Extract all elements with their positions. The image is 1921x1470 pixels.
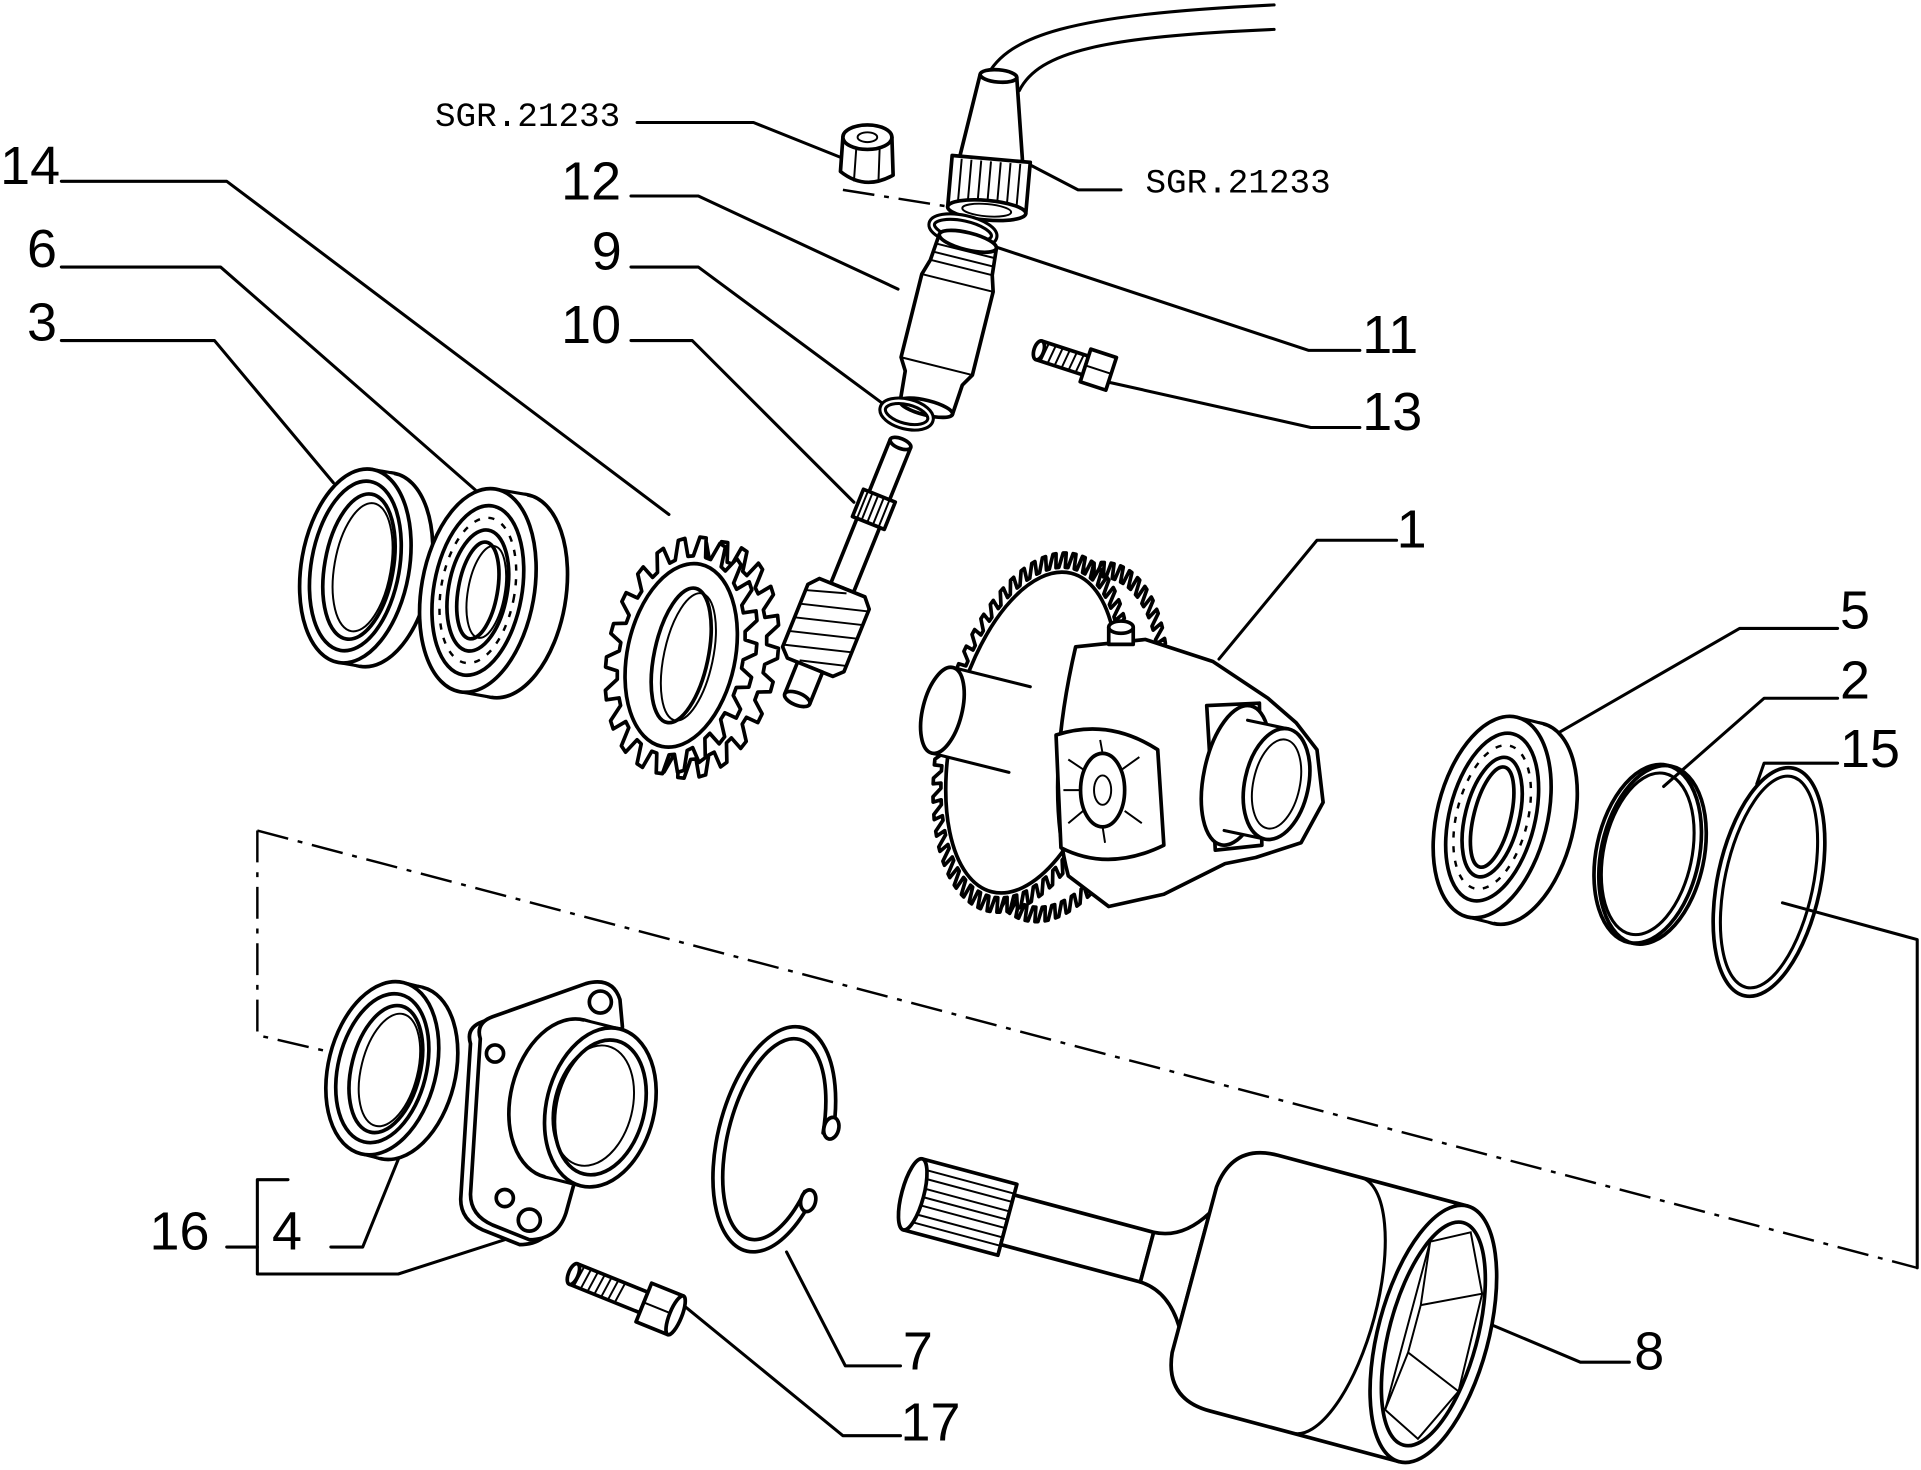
differential-spider-gear [1063, 739, 1143, 843]
part-8-drive-joint [896, 1150, 1499, 1465]
speedometer-cable [982, 3, 1276, 93]
callout-label-4: 4 [272, 1202, 302, 1262]
callout-label-15: 15 [1840, 719, 1900, 779]
part-5-bearing [1431, 714, 1580, 927]
leader-line-11 [988, 243, 1362, 352]
part-10-pinion-shaft [780, 435, 913, 709]
part-2-ring [1592, 762, 1709, 946]
axis-line-right [1780, 901, 1919, 1270]
part-1-differential [918, 551, 1325, 924]
leader-line-3 [59, 339, 335, 485]
leader-line-14 [59, 179, 671, 517]
callout-label-12: 12 [561, 152, 621, 212]
leader-line-17 [679, 1301, 903, 1438]
callout-label-10: 10 [561, 295, 621, 355]
differential-right-hub [1199, 703, 1312, 847]
leader-line-7 [785, 1250, 903, 1368]
axis-lines [256, 188, 1919, 1270]
leader-line-13 [1107, 380, 1362, 430]
differential-top-bolt [1106, 619, 1136, 647]
axis-line-nut [842, 188, 975, 212]
callout-label-9: 9 [592, 221, 622, 281]
callout-label-5: 5 [1840, 580, 1870, 640]
part-7-circlip [711, 1024, 841, 1254]
flange-hole [587, 989, 614, 1015]
flange-hole [516, 1207, 543, 1233]
leader-line-2 [1662, 696, 1840, 788]
callout-labels: SGR.21233 SGR.21233 14 12 9 10 6 3 11 13… [0, 98, 1900, 1452]
callout-label-6: 6 [27, 219, 57, 279]
leader-line-10 [629, 339, 856, 504]
leader-lines [59, 120, 1840, 1438]
callout-label-14: 14 [0, 136, 60, 196]
cable-connector [945, 67, 1033, 223]
callout-label-8: 8 [1634, 1322, 1664, 1382]
callout-label-11: 11 [1362, 305, 1418, 365]
leader-line-4 [329, 1154, 401, 1249]
differential-ring-gear [918, 551, 1170, 924]
leader-line-9 [629, 265, 889, 409]
callout-label-3: 3 [27, 293, 57, 353]
flange-hole [484, 1043, 506, 1064]
leader-line-sgr-left [635, 120, 847, 161]
axis-line-left [256, 830, 327, 1053]
cable-nut [838, 123, 895, 185]
leader-line-1 [1217, 538, 1399, 661]
callout-label-16: 16 [150, 1202, 210, 1262]
flange-hole [494, 1187, 516, 1209]
callout-label-2: 2 [1840, 650, 1870, 710]
part-6-bearing [417, 486, 570, 700]
flange-tube [507, 1017, 659, 1189]
callout-label-sgr-left: SGR.21233 [435, 98, 620, 137]
part-9-ring [878, 396, 935, 432]
part-14-gear [603, 535, 781, 781]
part-3-oil-seal [297, 467, 435, 669]
leader-line-15 [1755, 761, 1840, 786]
part-15-ring [1711, 765, 1827, 999]
part-13-bolt [1031, 339, 1119, 392]
part-12-sleeve [898, 228, 999, 420]
leader-line-5 [1544, 626, 1840, 742]
leader-line-8 [1485, 1321, 1631, 1364]
bracket-16 [255, 1178, 507, 1276]
leader-line-12 [629, 194, 900, 291]
leader-line-6 [59, 265, 477, 492]
axis-line-main [257, 829, 1918, 1270]
leader-line-sgr-right [1017, 157, 1123, 192]
part-17-bolt [565, 1261, 688, 1337]
callout-label-13: 13 [1362, 382, 1422, 442]
part-4-oil-seal [323, 979, 460, 1162]
callout-label-1: 1 [1397, 500, 1427, 560]
part-16-flange [458, 980, 659, 1247]
callout-label-sgr-right: SGR.21233 [1145, 164, 1330, 203]
callout-label-17: 17 [900, 1393, 960, 1453]
callout-label-7: 7 [903, 1322, 933, 1382]
